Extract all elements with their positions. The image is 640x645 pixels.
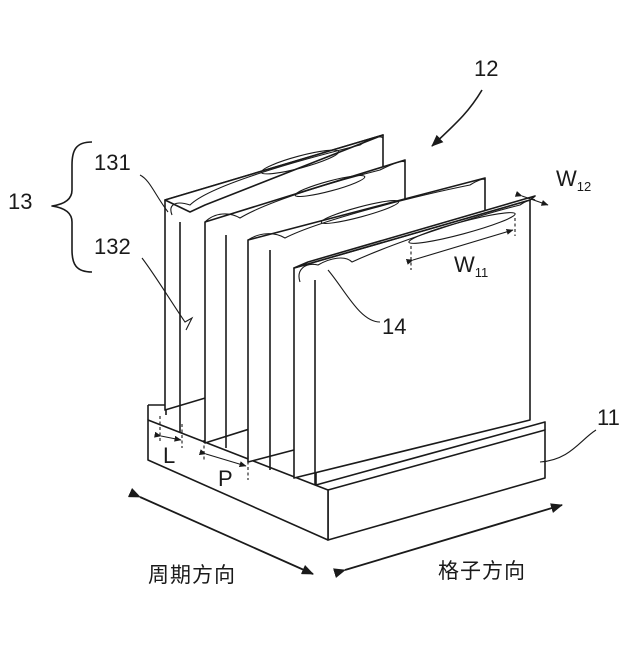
period-direction-label: 周期方向 [148, 563, 236, 587]
callout-131: 131 [94, 150, 168, 212]
p-label: P [218, 466, 233, 491]
w12-label: W12 [556, 166, 591, 194]
callout-13: 13 [8, 142, 92, 272]
brace-13 [52, 142, 92, 272]
label-12: 12 [474, 56, 498, 81]
label-14: 14 [382, 314, 406, 339]
leader-12 [432, 90, 482, 146]
label-132: 132 [94, 234, 131, 259]
substrate-top-step [148, 405, 166, 415]
callout-12: 12 [432, 56, 498, 146]
dimension-w12: W12 [522, 166, 591, 205]
lattice-direction-label: 格子方向 [438, 559, 526, 583]
leader-131 [140, 175, 168, 212]
label-13: 13 [8, 189, 32, 214]
label-11: 11 [597, 405, 620, 430]
l-label: L [163, 443, 175, 468]
leader-11 [540, 430, 596, 462]
callout-11: 11 [540, 405, 620, 462]
label-131: 131 [94, 150, 131, 175]
